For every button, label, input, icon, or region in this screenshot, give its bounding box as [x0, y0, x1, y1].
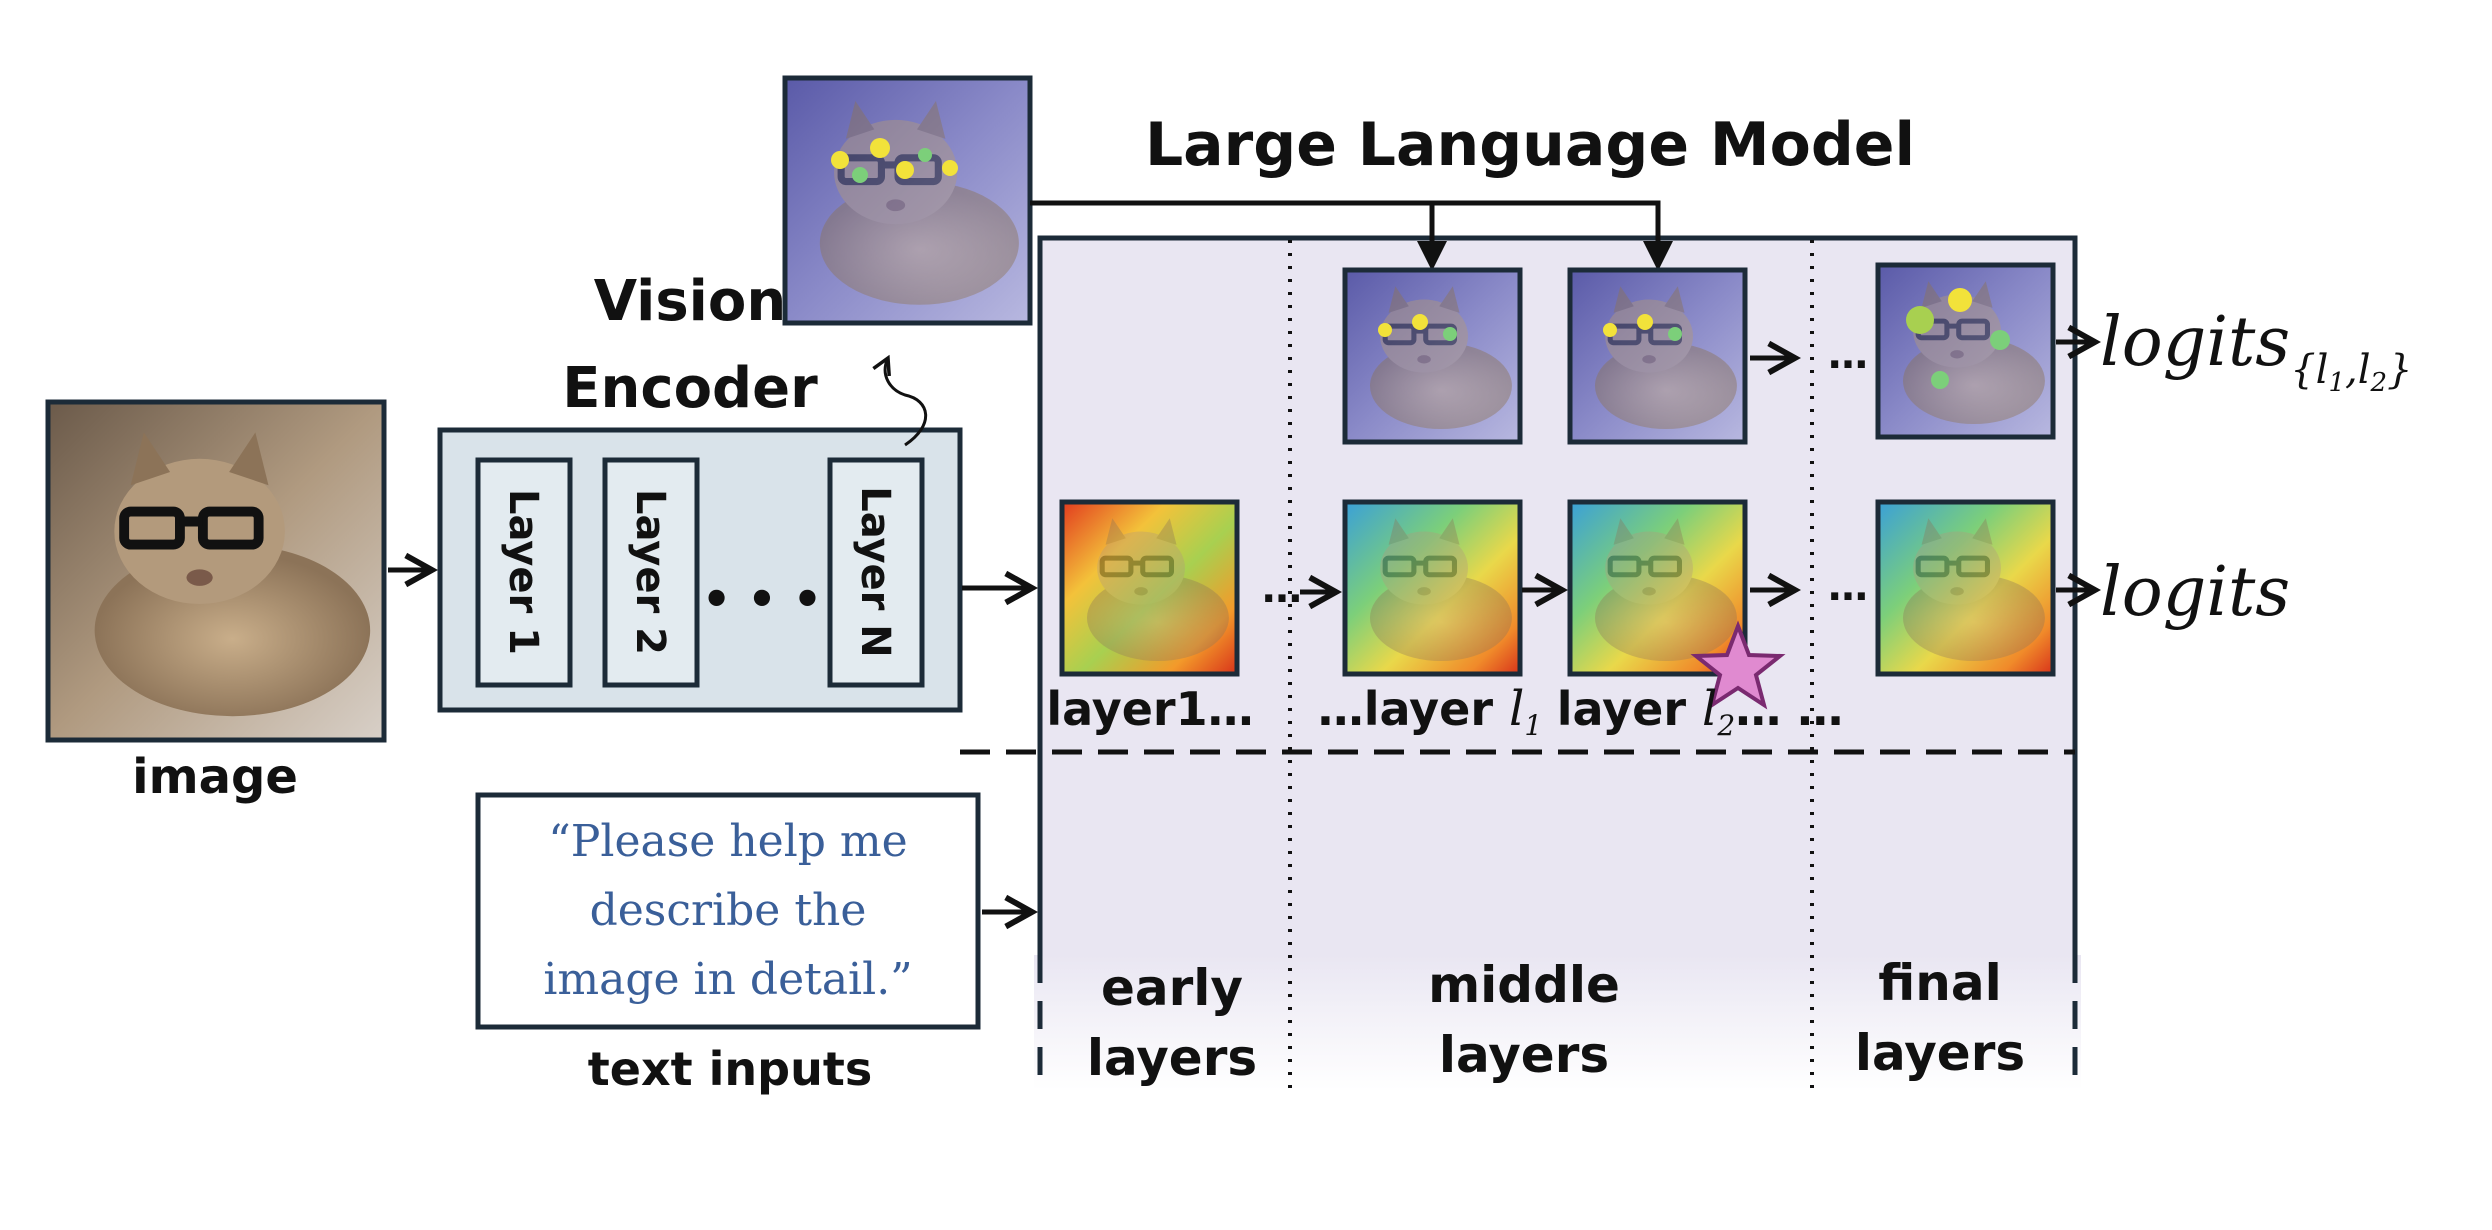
heatmap-layer1: [1062, 502, 1237, 674]
section-middle-2: layers: [1439, 1026, 1609, 1084]
encoder-ellipsis: • • •: [702, 572, 822, 626]
encoder-attention-thumbnail: [785, 78, 1030, 323]
dots-layer1-l1: …: [1262, 566, 1302, 612]
text-input-line-2: describe the: [590, 885, 867, 936]
vision-encoder-label-2: Encoder: [562, 356, 818, 421]
star-icon: [1690, 620, 1786, 710]
logits-top: logits{l1,l2}: [2100, 303, 2413, 398]
text-input-caption: text inputs: [588, 1042, 872, 1096]
bottom-ellipsis: …: [1828, 564, 1868, 610]
text-input-line-1: “Please help me: [548, 816, 907, 867]
encoder-layer-1: Layer 1: [475, 457, 573, 688]
heatmap-layer-l2: [1570, 502, 1745, 674]
svg-text:Layer N: Layer N: [852, 486, 898, 658]
connector-to-l2: [1030, 200, 1673, 271]
heatmap-layer-l1: [1345, 502, 1520, 674]
svg-text:Layer 1: Layer 1: [500, 489, 546, 655]
label-layer-l2: layer l2… …: [1557, 681, 1843, 742]
section-middle-1: middle: [1428, 956, 1620, 1014]
llm-panel-fade: [1034, 955, 2081, 1090]
section-early-2: layers: [1087, 1029, 1257, 1087]
svg-text:Layer 2: Layer 2: [627, 489, 673, 655]
heatmap-final: [1878, 502, 2053, 674]
section-early-1: early: [1101, 959, 1243, 1017]
top-thumb-final: [1878, 265, 2053, 437]
curved-arrow-icon: [885, 358, 928, 447]
text-input-line-3: image in detail.”: [543, 954, 912, 1005]
label-layer-l1: …layer l1: [1318, 681, 1542, 742]
logits-bottom: logits: [2100, 553, 2290, 632]
input-image: [48, 402, 384, 740]
encoder-layer-n: Layer N: [827, 457, 925, 688]
llm-title: Large Language Model: [1145, 110, 1915, 180]
top-thumb-l2: [1570, 270, 1745, 442]
section-final-1: final: [1878, 954, 2002, 1012]
vision-encoder-label-1: Vision: [594, 269, 786, 334]
top-thumb-l1: [1345, 270, 1520, 442]
image-label: image: [132, 749, 298, 805]
text-input-box: [475, 792, 981, 1030]
encoder-layer-2: Layer 2: [602, 457, 700, 688]
top-ellipsis: …: [1828, 332, 1868, 378]
label-layer1: layer1…: [1046, 682, 1253, 736]
section-final-2: layers: [1855, 1024, 2025, 1082]
